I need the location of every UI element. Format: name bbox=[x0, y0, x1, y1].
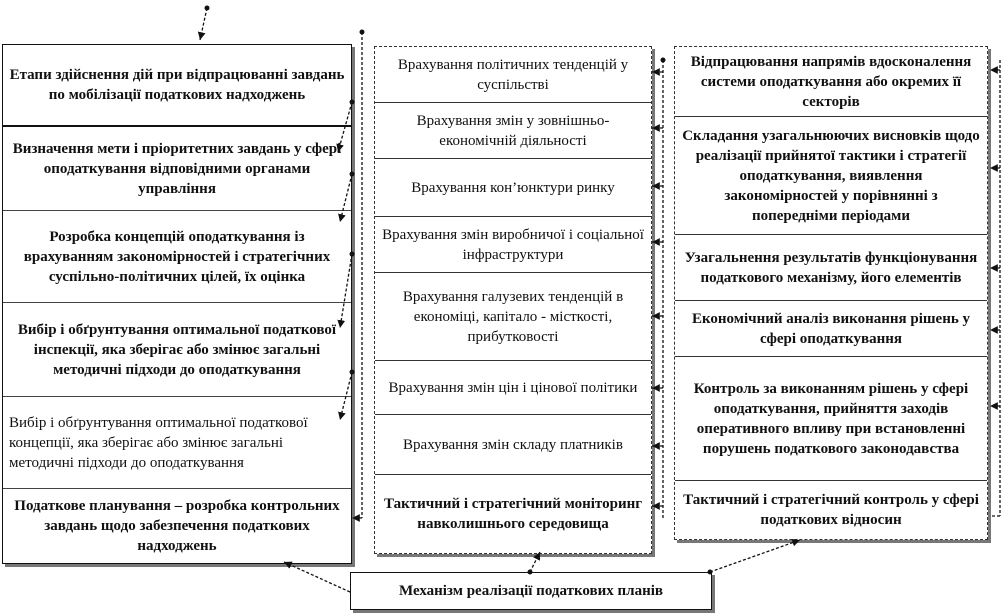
bottom-right-arrow bbox=[709, 538, 801, 573]
mid-box-4: Врахування змін виробничої і соціальної … bbox=[375, 217, 651, 273]
left-box-1: Етапи здійснення дій при відпрацюванні з… bbox=[3, 45, 351, 127]
bottom-mechanism-box: Механізм реалізації податкових планів bbox=[350, 572, 712, 610]
right-box-6: Тактичний і стратегічний контроль у сфер… bbox=[683, 492, 979, 528]
middle-column: Врахування політичних тенденцій у суспіл… bbox=[374, 46, 652, 554]
left-box-3: Розробка концепцій оподаткування із врах… bbox=[3, 211, 351, 303]
right-box-2: Складання узагальнюючих висновків щодо р… bbox=[675, 117, 987, 235]
mid-box-7: Врахування змін складу платників bbox=[375, 415, 651, 475]
left-column: Етапи здійснення дій при відпрацюванні з… bbox=[2, 44, 352, 564]
mid-box-3: Врахування кон’юнктури ринку bbox=[375, 159, 651, 217]
bottom-mid-arrow bbox=[529, 551, 541, 573]
left-box-5: Вибір і обґрунтування оптимальної податк… bbox=[3, 397, 351, 489]
right-box-3: Узагальнення результатів функціонування … bbox=[675, 235, 987, 301]
right-column: Відпрацювання напрямів вдосконалення сис… bbox=[674, 46, 988, 540]
right-box-4: Економічний аналіз виконання рішень у сф… bbox=[675, 301, 987, 357]
mid-box-1: Врахування політичних тенденцій у суспіл… bbox=[375, 47, 651, 103]
right-box-5: Контроль за виконанням рішень у сфері оп… bbox=[675, 357, 987, 481]
mid-box-6: Врахування змін цін і цінової політики bbox=[375, 361, 651, 415]
left-box-4: Вибір і обґрунтування оптимальної податк… bbox=[3, 303, 351, 397]
mid-box-8: Тактичний і стратегічний моніторинг навк… bbox=[383, 496, 643, 532]
top-arrow bbox=[197, 7, 208, 41]
left-box-6: Податкове планування – розробка контроль… bbox=[14, 498, 340, 554]
right-box-1: Відпрацювання напрямів вдосконалення сис… bbox=[675, 47, 987, 117]
mid-box-5: Врахування галузевих тенденцій в економі… bbox=[375, 273, 651, 361]
bottom-left-arrow bbox=[283, 561, 351, 593]
mid-box-2: Врахування змін у зовнішньо-економічній … bbox=[375, 103, 651, 159]
left-box-2: Визначення мети і пріоритетних завдань у… bbox=[3, 127, 351, 211]
